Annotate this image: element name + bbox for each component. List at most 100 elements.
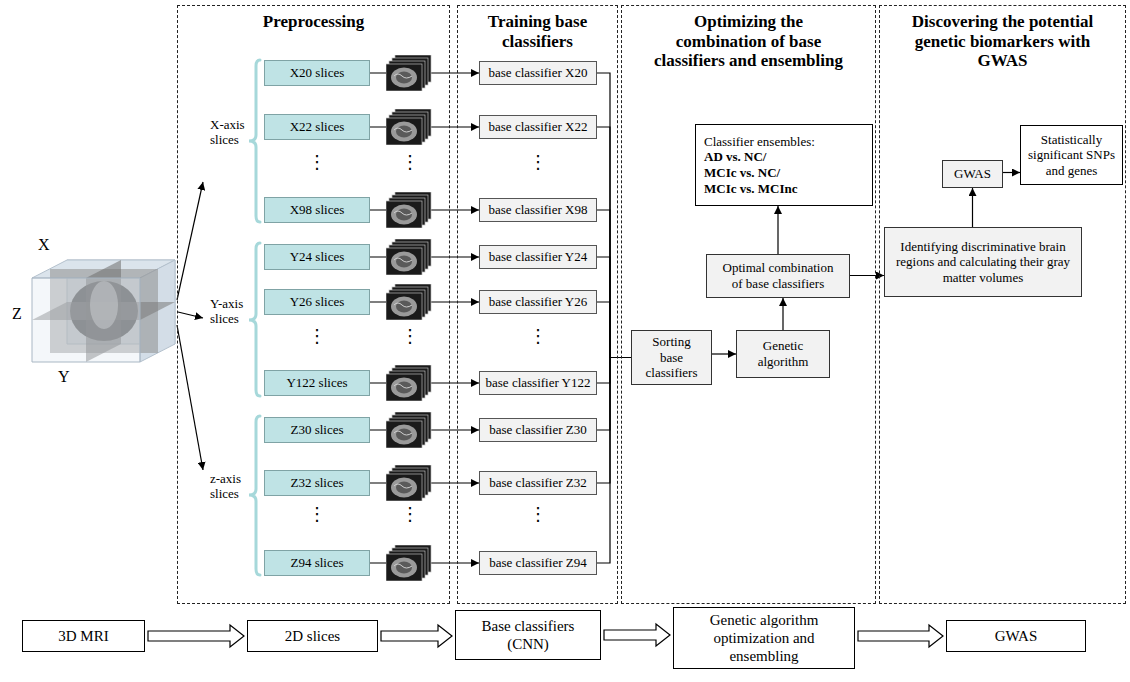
- connector: [1003, 172, 1020, 173]
- ensemble-box: Classifier ensembles:AD vs. NC/MCIc vs. …: [695, 124, 873, 206]
- connector: [782, 298, 783, 330]
- slice-thumbnail: [386, 192, 431, 228]
- classifier-box: base classifier Z32: [479, 471, 597, 495]
- ellipsis-mark: ⋮: [307, 152, 327, 173]
- box-text: Y26 slices: [290, 294, 345, 310]
- ellipsis-mark: ⋮: [400, 152, 420, 173]
- panel-heading: Preprocessing: [263, 12, 364, 32]
- box-text: Statistically significant SNPs and genes: [1027, 132, 1116, 179]
- block-arrow: [148, 625, 244, 647]
- slice-box: Y26 slices: [264, 289, 370, 315]
- box-text: 2D slices: [285, 627, 340, 645]
- box-text: Sorting base classifiers: [642, 334, 701, 381]
- block-arrow: [604, 624, 670, 646]
- connector: [597, 358, 631, 564]
- box-text: base classifier Z94: [489, 555, 586, 571]
- connector: [712, 353, 736, 354]
- slice-thumbnail: [386, 365, 431, 401]
- cube-front: [32, 278, 140, 362]
- ellipsis-mark: ⋮: [400, 326, 420, 347]
- slice-thumbnail: [386, 109, 431, 145]
- slice-box: Y122 slices: [264, 370, 370, 396]
- box-text: X22 slices: [290, 119, 345, 135]
- box-text: Identifying discriminative brain regions…: [895, 239, 1071, 286]
- box-text: base classifier X98: [489, 202, 588, 218]
- panel-heading: Discovering the potential genetic biomar…: [892, 12, 1114, 71]
- box-text: MCIc vs. NC/: [704, 165, 780, 181]
- axis-letter: X: [38, 236, 54, 254]
- slice-thumbnail: [386, 239, 431, 275]
- ellipsis-mark: ⋮: [528, 326, 548, 347]
- box-text: base classifier Y122: [486, 375, 591, 391]
- connector: [597, 358, 631, 384]
- box-text: MCIc vs. MCInc: [704, 181, 798, 197]
- axis-group-label: Y-axis slices: [210, 297, 245, 327]
- pipeline-box: GWAS: [946, 620, 1086, 652]
- process-box: GWAS: [942, 160, 1003, 188]
- slice-thumbnail: [386, 545, 431, 581]
- box-text: 3D MRI: [58, 627, 108, 645]
- panel-heading: Optimizing the combination of base class…: [649, 12, 849, 71]
- box-text: base classifier X20: [489, 65, 588, 81]
- slice-box: Y24 slices: [264, 244, 370, 270]
- slice-box: X98 slices: [264, 197, 370, 223]
- box-text: base classifier Z30: [489, 422, 586, 438]
- slice-thumbnail: [386, 55, 431, 91]
- process-box: Genetic algorithm: [736, 330, 830, 378]
- slice-box: Z94 slices: [264, 550, 370, 576]
- split-arrow: [178, 312, 203, 318]
- box-text: GWAS: [995, 627, 1038, 645]
- slice-thumbnail: [386, 284, 431, 320]
- box-text: Optimal combination of base classifiers: [717, 260, 839, 291]
- result-box: Statistically significant SNPs and genes: [1020, 125, 1123, 185]
- split-arrow: [177, 325, 203, 470]
- split-arrow: [177, 182, 203, 300]
- pipeline-box: 2D slices: [247, 620, 378, 652]
- connector: [597, 257, 631, 358]
- box-text: Genetic algorithm: [747, 338, 819, 369]
- process-box: Sorting base classifiers: [631, 330, 712, 385]
- slice-box: Z32 slices: [264, 470, 370, 496]
- stage-panel: Optimizing the combination of base class…: [621, 5, 876, 604]
- ellipsis-mark: ⋮: [307, 326, 327, 347]
- ellipsis-mark: ⋮: [400, 504, 420, 525]
- connector: [777, 206, 778, 254]
- box-text: GWAS: [954, 166, 991, 182]
- mri-cube: [32, 260, 175, 362]
- process-box: Optimal combination of base classifiers: [706, 254, 850, 298]
- box-text: AD vs. NC/: [704, 149, 766, 165]
- box-text: base classifier X22: [489, 119, 588, 135]
- slice-thumbnails: [386, 55, 431, 581]
- axis-group-label: X-axis slices: [210, 118, 245, 148]
- box-text: Base classifiers (CNN): [470, 617, 586, 653]
- classifier-box: base classifier Z94: [479, 551, 597, 575]
- curly-brace: [249, 416, 260, 575]
- box-text: Genetic algorithm optimization and ensem…: [688, 611, 840, 665]
- ellipsis-mark: ⋮: [528, 152, 548, 173]
- connector: [597, 127, 631, 358]
- pipeline-box: Base classifiers (CNN): [455, 610, 601, 660]
- connector: [597, 302, 631, 358]
- pipeline-box: Genetic algorithm optimization and ensem…: [673, 607, 855, 669]
- classifier-box: base classifier X20: [479, 61, 597, 85]
- box-text: Y24 slices: [290, 249, 345, 265]
- axis-letter: Y: [58, 368, 74, 386]
- box-text: X98 slices: [290, 202, 345, 218]
- ellipsis-mark: ⋮: [528, 504, 548, 525]
- connector: [597, 210, 631, 358]
- split-arrows: [177, 182, 203, 470]
- box-text: X20 slices: [290, 65, 345, 81]
- classifier-box: base classifier Z30: [479, 418, 597, 442]
- box-text: base classifier Y26: [489, 294, 587, 310]
- curly-brace: [249, 60, 260, 222]
- connector: [972, 188, 973, 227]
- box-text: Z32 slices: [290, 475, 343, 491]
- block-arrow: [381, 625, 452, 647]
- classifier-box: base classifier X22: [479, 115, 597, 139]
- ellipsis-mark: ⋮: [307, 504, 327, 525]
- curly-brace: [249, 243, 260, 396]
- slice-box: Z30 slices: [264, 417, 370, 443]
- classifier-box: base classifier Y122: [479, 371, 597, 395]
